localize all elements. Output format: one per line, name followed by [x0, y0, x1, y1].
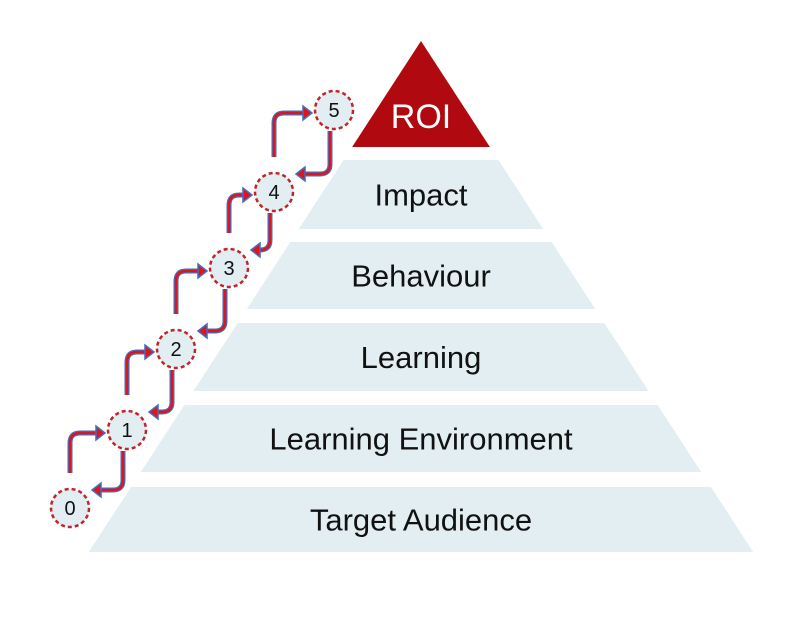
- step-number: 3: [223, 258, 234, 280]
- arrow-line: [272, 111, 305, 157]
- step-circle: [106, 409, 148, 451]
- down-arrow-2-to-1: [156, 370, 175, 415]
- step-circle: [49, 487, 91, 529]
- tier-label: Behaviour: [351, 259, 491, 294]
- arrowhead-right: [242, 186, 254, 204]
- step-circle: [208, 247, 250, 289]
- step-circle-1: 1: [106, 409, 148, 451]
- step-number: 1: [121, 420, 132, 442]
- arrow-line: [227, 193, 245, 233]
- step-circle: [253, 171, 295, 213]
- tier-band: [88, 487, 754, 552]
- arrow-outline: [205, 289, 228, 334]
- tier-learning: Learning: [193, 323, 649, 391]
- step-circle-4: 4: [253, 171, 295, 213]
- up-arrow-3-to-4: [226, 192, 245, 233]
- arrow-outline: [124, 349, 147, 395]
- arrow-line: [303, 131, 332, 176]
- tier-target-audience: Target Audience: [88, 487, 754, 552]
- up-arrow-0-to-1: [67, 430, 98, 473]
- roi-triangle: [352, 41, 490, 147]
- arrowhead-right: [197, 262, 209, 280]
- tier-behaviour: Behaviour: [246, 242, 596, 309]
- arrow-outline: [173, 268, 200, 314]
- step-circle: [313, 89, 355, 131]
- tier-band: [246, 242, 596, 309]
- arrow-line: [68, 431, 98, 473]
- down-arrow-5-to-4: [303, 131, 333, 177]
- arrowhead-right: [302, 104, 314, 122]
- arrow-line: [156, 370, 174, 414]
- arrow-outline: [99, 451, 126, 493]
- tier-label: Target Audience: [310, 503, 532, 538]
- down-arrow-3-to-2: [205, 289, 228, 334]
- down-arrow-1-to-0: [99, 451, 126, 493]
- arrow-line: [205, 289, 227, 333]
- step-circle-0: 0: [49, 487, 91, 529]
- tier-impact: Impact: [298, 160, 544, 229]
- step-number: 2: [170, 339, 181, 361]
- arrow-line: [174, 269, 200, 314]
- tier-label: Learning Environment: [269, 422, 573, 457]
- tier-label: Impact: [374, 178, 467, 213]
- arrow-outline: [303, 131, 333, 177]
- step-circle-3: 3: [208, 247, 250, 289]
- roi-label: ROI: [391, 98, 451, 136]
- arrowhead-right: [144, 343, 156, 361]
- arrowhead-left: [147, 403, 159, 421]
- step-number: 5: [328, 100, 339, 122]
- tier-learning-environment: Learning Environment: [140, 405, 702, 472]
- arrow-line: [125, 350, 147, 395]
- arrowhead-left: [249, 241, 261, 259]
- step-number: 0: [64, 498, 75, 520]
- step-circle: [155, 328, 197, 370]
- arrow-outline: [271, 110, 305, 157]
- tier-band: [193, 323, 649, 391]
- arrowhead-right: [95, 424, 107, 442]
- tier-band: [140, 405, 702, 472]
- up-arrow-4-to-5: [271, 110, 305, 157]
- arrow-outline: [67, 430, 98, 473]
- step-circle-2: 2: [155, 328, 197, 370]
- tier-label: Learning: [361, 340, 482, 375]
- arrowhead-left: [294, 165, 306, 183]
- step-number: 4: [268, 182, 279, 204]
- tier-band: [298, 160, 544, 229]
- arrowhead-left: [196, 322, 208, 340]
- step-circle-5: 5: [313, 89, 355, 131]
- up-arrow-1-to-2: [124, 349, 147, 395]
- arrowhead-left: [90, 481, 102, 499]
- arrow-line: [99, 451, 125, 492]
- up-arrow-2-to-3: [173, 268, 200, 314]
